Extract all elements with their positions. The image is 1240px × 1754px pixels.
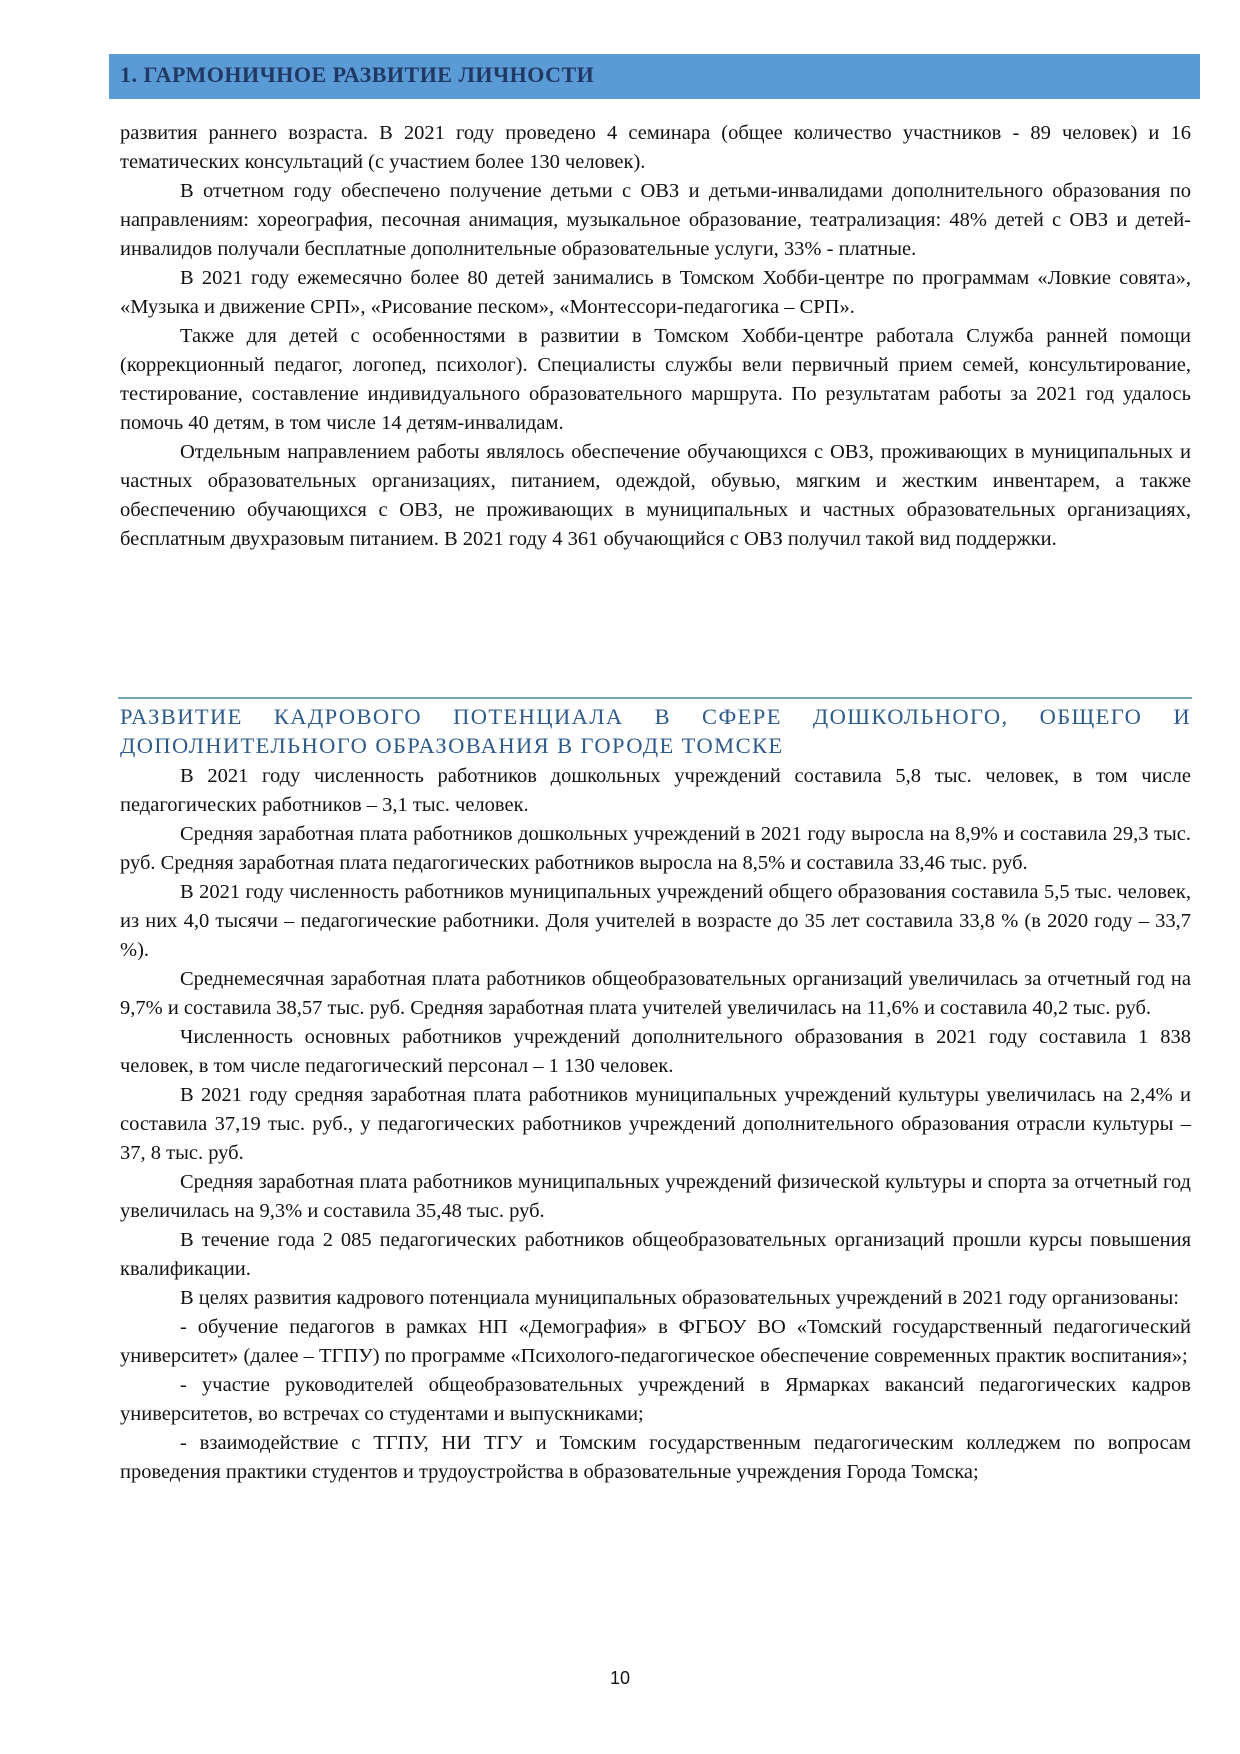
- page-number: 10: [609, 1668, 631, 1688]
- paragraph: В 2021 году численность работников дошко…: [120, 765, 1191, 816]
- paragraph: В 2021 году средняя заработная плата раб…: [120, 1084, 1191, 1164]
- section-header-bar: 1. ГАРМОНИЧНОЕ РАЗВИТИЕ ЛИЧНОСТИ: [109, 54, 1200, 99]
- list-item: - обучение педагогов в рамках НП «Демогр…: [120, 1316, 1191, 1367]
- paragraph: В течение года 2 085 педагогических рабо…: [120, 1229, 1191, 1280]
- paragraph: Среднемесячная заработная плата работник…: [120, 968, 1191, 1019]
- section-divider: [118, 697, 1192, 699]
- paragraph: В 2021 году численность работников муниц…: [120, 881, 1191, 961]
- paragraph: В 2021 году ежемесячно более 80 детей за…: [120, 267, 1191, 318]
- paragraph: Отдельным направлением работы являлось о…: [120, 441, 1191, 550]
- list-item: - участие руководителей общеобразователь…: [120, 1374, 1191, 1425]
- paragraph: В отчетном году обеспечено получение дет…: [120, 180, 1191, 260]
- paragraph: В целях развития кадрового потенциала му…: [180, 1287, 1179, 1309]
- paragraph: Численность основных работников учрежден…: [120, 1026, 1191, 1077]
- paragraph: развития раннего возраста. В 2021 году п…: [120, 122, 1191, 173]
- paragraph: Средняя заработная плата работников дошк…: [120, 823, 1191, 874]
- body-text-part2: В 2021 году численность работников дошко…: [120, 762, 1191, 1487]
- list-item: - взаимодействие с ТГПУ, НИ ТГУ и Томски…: [120, 1432, 1191, 1483]
- section-header-title: 1. ГАРМОНИЧНОЕ РАЗВИТИЕ ЛИЧНОСТИ: [120, 62, 595, 87]
- paragraph: Средняя заработная плата работников муни…: [120, 1171, 1191, 1222]
- paragraph: Также для детей с особенностями в развит…: [120, 325, 1191, 434]
- body-text-part1: развития раннего возраста. В 2021 году п…: [120, 119, 1191, 554]
- subsection-title: РАЗВИТИЕ КАДРОВОГО ПОТЕНЦИАЛА В СФЕРЕ ДО…: [120, 704, 1191, 758]
